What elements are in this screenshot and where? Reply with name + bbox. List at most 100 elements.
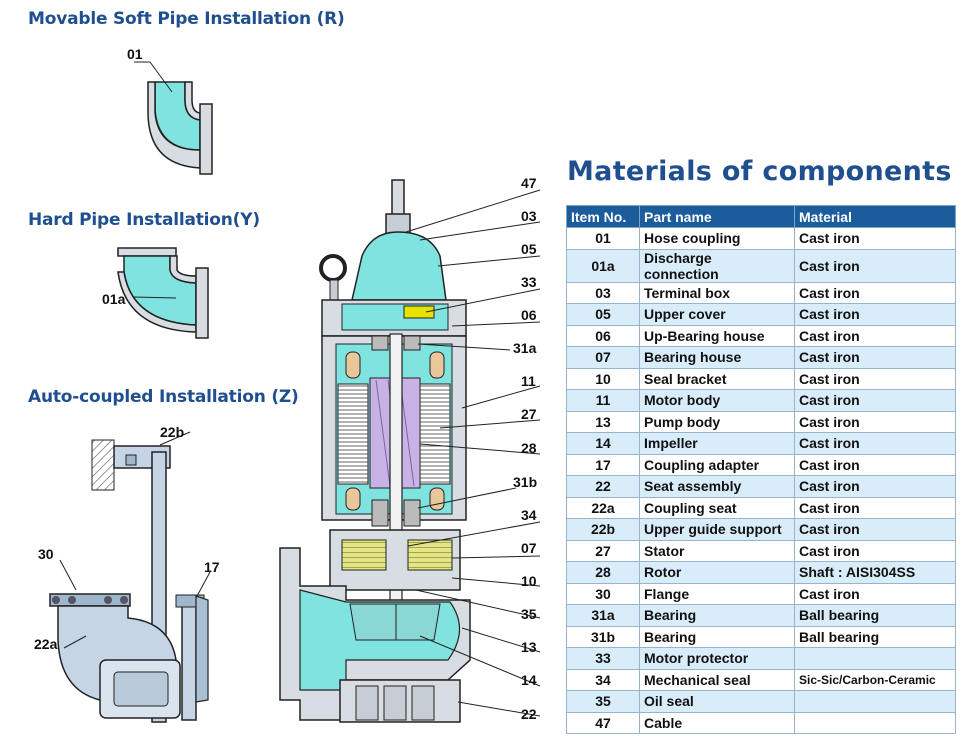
- part-name: Coupling seat: [639, 496, 795, 519]
- part-name: Motor protector: [639, 647, 795, 670]
- item-no: 22: [566, 475, 640, 498]
- hard-pipe-installation-heading: Hard Pipe Installation(Y): [28, 210, 260, 230]
- part-name: Bearing: [639, 604, 795, 627]
- label-coupling-seat: 22a: [34, 636, 58, 652]
- part-name: Rotor: [639, 561, 795, 584]
- header-material: Material: [794, 205, 956, 228]
- material: [794, 690, 956, 713]
- material: Cast iron: [794, 410, 956, 433]
- part-name: Coupling adapter: [639, 453, 795, 476]
- item-no: 13: [566, 410, 640, 433]
- callout-pump-body: 13: [521, 639, 537, 655]
- item-no: 07: [566, 346, 640, 369]
- part-name: Up-Bearing house: [639, 324, 795, 347]
- item-no: 17: [566, 453, 640, 476]
- callout-motor-protector: 33: [521, 274, 537, 290]
- item-no: 05: [566, 303, 640, 326]
- callout-bearing-31b: 31b: [513, 474, 538, 490]
- callout-motor-body: 11: [521, 373, 536, 389]
- material: Sic-Sic/Carbon-Ceramic: [794, 668, 956, 691]
- movable-installation-heading: Movable Soft Pipe Installation (R): [28, 9, 345, 29]
- material: Cast iron: [794, 303, 956, 326]
- material: Cast iron: [794, 475, 956, 498]
- part-name: Stator: [639, 539, 795, 562]
- item-no: 34: [566, 668, 640, 691]
- item-no: 22b: [566, 518, 640, 541]
- callout-bearing-31a: 31a: [513, 340, 537, 356]
- callout-oil-seal: 35: [521, 606, 537, 622]
- auto-coupled-assembly: [49, 431, 211, 723]
- callout-upper-cover: 05: [521, 241, 537, 257]
- part-name: Upper cover: [639, 303, 795, 326]
- part-name: Terminal box: [639, 281, 795, 304]
- material: Cast iron: [794, 518, 956, 541]
- material: Cast iron: [794, 346, 956, 369]
- material: Shaft : AISI304SS: [794, 561, 956, 584]
- material: Ball bearing: [794, 604, 956, 627]
- material: Cast iron: [794, 281, 956, 304]
- material: Cast iron: [794, 389, 956, 412]
- callout-rotor: 28: [521, 440, 537, 456]
- material: Cast iron: [794, 324, 956, 347]
- part-name: Bearing: [639, 625, 795, 648]
- part-name: Upper guide support: [639, 518, 795, 541]
- part-name: Motor body: [639, 389, 795, 412]
- item-no: 28: [566, 561, 640, 584]
- part-name: Bearing house: [639, 346, 795, 369]
- label-flange: 30: [38, 546, 54, 562]
- material: Ball bearing: [794, 625, 956, 648]
- part-name: Impeller: [639, 432, 795, 455]
- part-name: Mechanical seal: [639, 668, 795, 691]
- material: Cast iron: [794, 496, 956, 519]
- callout-bearing-house: 07: [521, 540, 537, 556]
- callout-mechanical-seal: 34: [521, 507, 537, 523]
- hose-coupling-elbow: [134, 61, 213, 175]
- material: Cast iron: [794, 539, 956, 562]
- item-no: 27: [566, 539, 640, 562]
- callout-seal-bracket: 10: [521, 573, 537, 589]
- table-header-row: Item No. Part name Material: [566, 205, 956, 228]
- label-coupling-adapter: 17: [204, 559, 220, 575]
- material: Cast iron: [794, 453, 956, 476]
- item-no: 31a: [566, 604, 640, 627]
- part-name: Oil seal: [639, 690, 795, 713]
- part-name: Flange: [639, 582, 795, 605]
- item-no: 06: [566, 324, 640, 347]
- pump-cross-section: [279, 179, 541, 723]
- material: Cast iron: [794, 582, 956, 605]
- label-discharge-connection: 01a: [102, 291, 126, 307]
- material: Cast iron: [794, 432, 956, 455]
- auto-coupled-installation-heading: Auto-coupled Installation (Z): [28, 387, 299, 407]
- label-hose-coupling: 01: [127, 46, 143, 62]
- item-no: 10: [566, 367, 640, 390]
- label-upper-guide-support: 22b: [160, 424, 185, 440]
- header-part-name: Part name: [639, 205, 795, 228]
- item-no: 03: [566, 281, 640, 304]
- material: [794, 711, 956, 734]
- materials-heading: Materials of components: [567, 156, 952, 187]
- item-no: 14: [566, 432, 640, 455]
- material: Cast iron: [794, 367, 956, 390]
- part-name: Seat assembly: [639, 475, 795, 498]
- part-name: Pump body: [639, 410, 795, 433]
- item-no: 01: [566, 227, 640, 250]
- callout-cable: 47: [521, 175, 537, 191]
- header-item-no: Item No.: [566, 205, 640, 228]
